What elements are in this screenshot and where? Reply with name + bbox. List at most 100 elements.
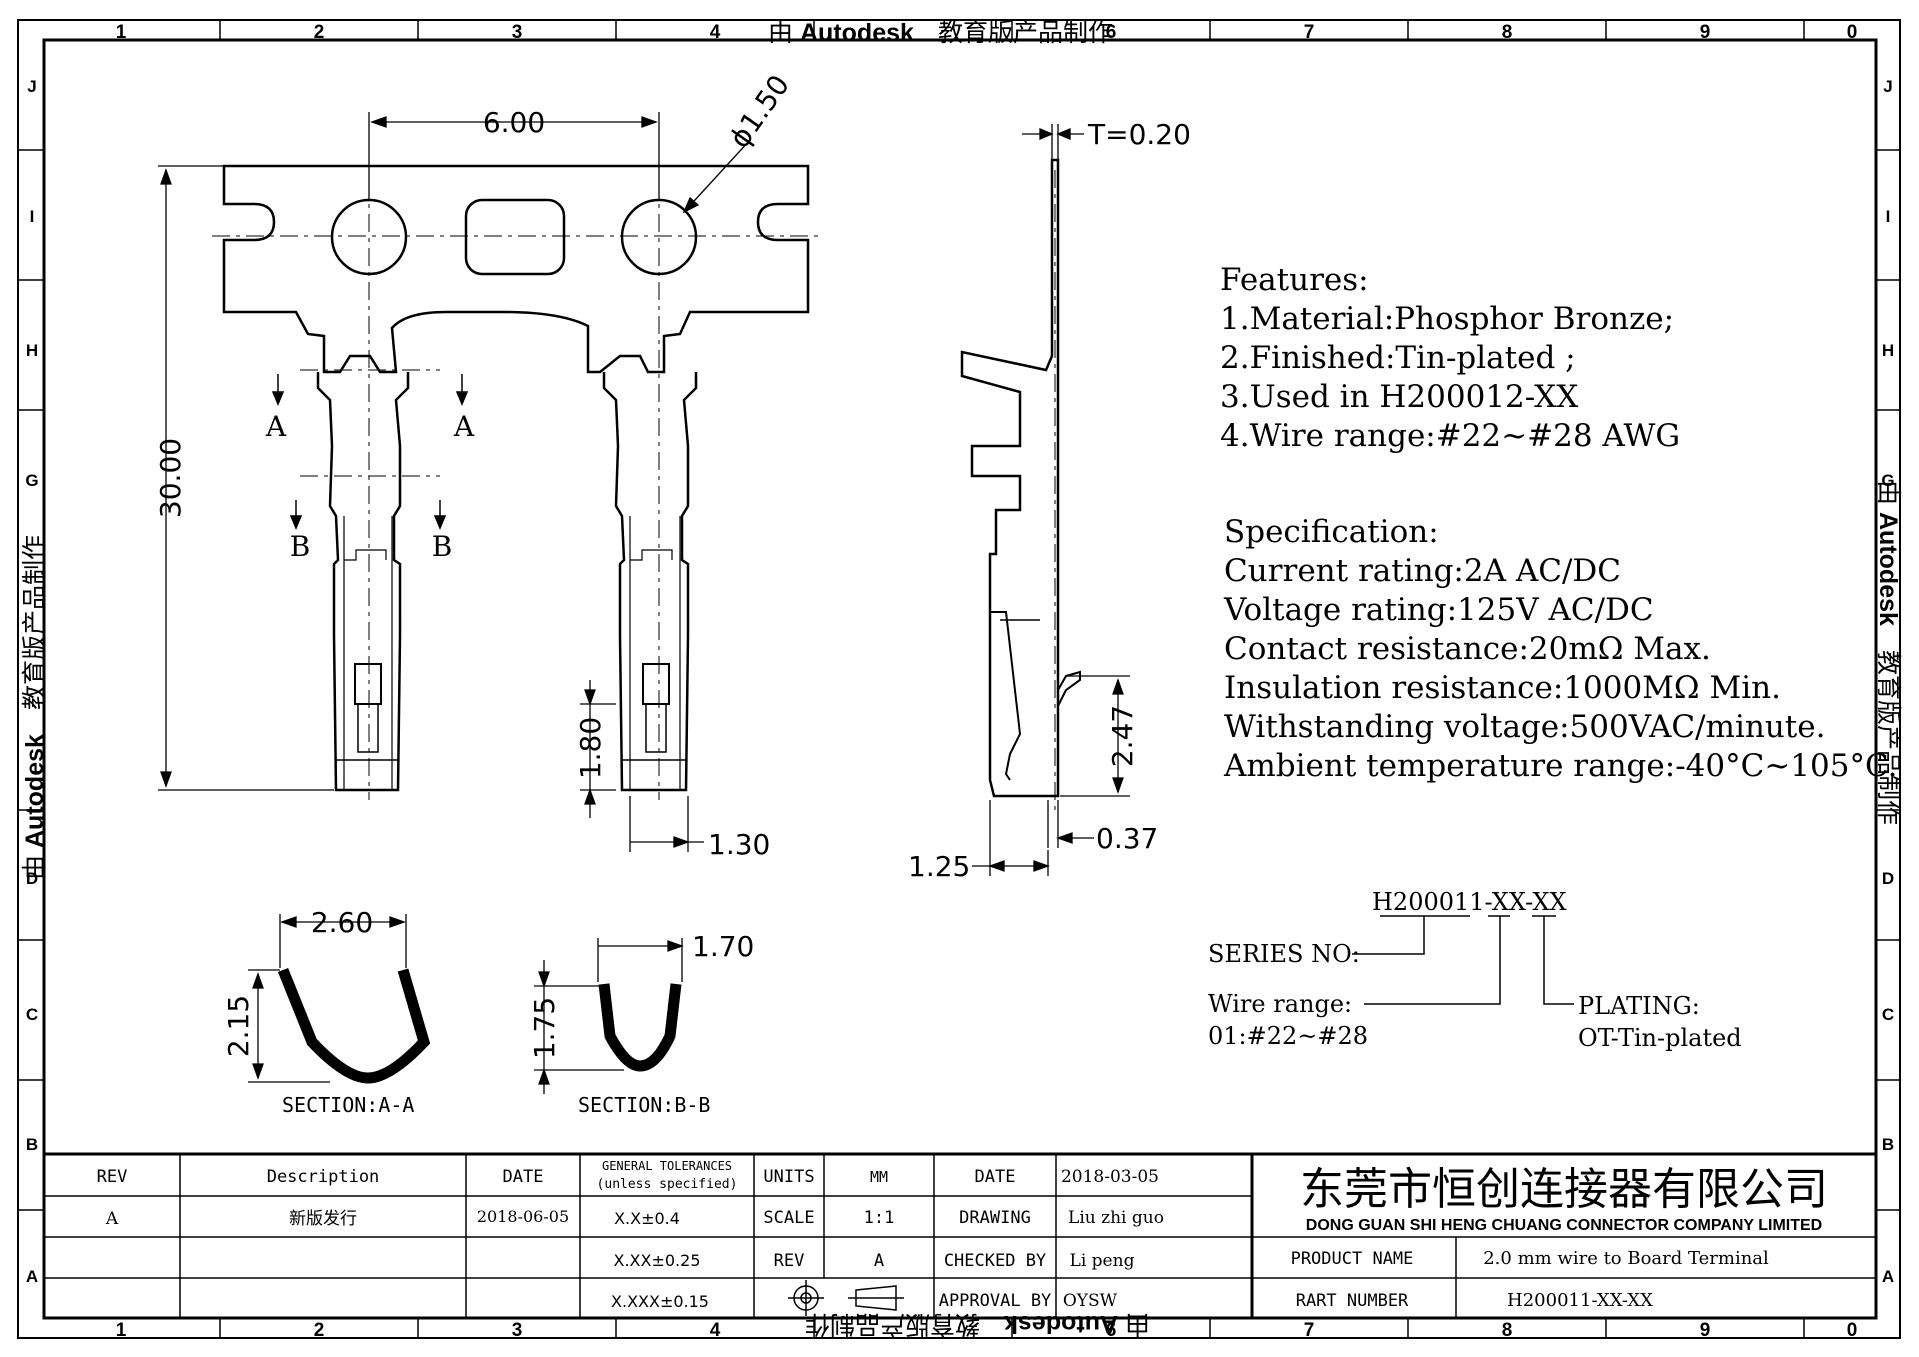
part-number-label: RART NUMBER	[1296, 1291, 1409, 1311]
col-label-6: 6	[1106, 22, 1117, 43]
inner-frame	[42, 38, 1878, 1320]
row-label-d: D	[26, 869, 38, 888]
side-dimensions	[972, 124, 1130, 876]
row-label-j-right: J	[1883, 77, 1892, 96]
date-value: 2018-03-05	[1061, 1167, 1159, 1187]
dim-2-47: 2.47	[1106, 705, 1139, 767]
side-view	[960, 158, 1081, 798]
watermark-top-prefix: 由	[768, 18, 793, 47]
series-label: SERIES NO:	[1208, 940, 1360, 968]
section-a-right-label: A	[453, 410, 475, 443]
watermark-top: 由 Autodesk 教育版产品制作	[768, 18, 1113, 47]
col-label-6-bottom: 6	[1106, 1320, 1117, 1341]
rev-value: A	[105, 1209, 119, 1229]
col-label-7-bottom: 7	[1304, 1320, 1315, 1341]
outer-frame	[17, 19, 1901, 1339]
projection-symbol-icon	[788, 1280, 904, 1316]
specification-block: Specification: Current rating:2A AC/DC V…	[1223, 514, 1897, 784]
tolerance-3: X.XXX±0.15	[611, 1292, 709, 1311]
col-label-2-bottom: 2	[314, 1320, 325, 1341]
spec-item: Voltage rating:125V AC/DC	[1223, 592, 1654, 628]
dim-2-15: 2.15	[222, 995, 255, 1057]
col-label-8-bottom: 8	[1502, 1320, 1513, 1341]
row-label-h: H	[26, 341, 38, 360]
watermark-left-suffix: 教育版产品制作	[20, 535, 49, 710]
dim-1-30: 1.30	[708, 828, 770, 861]
company-name-en: DONG GUAN SHI HENG CHUANG CONNECTOR COMP…	[1306, 1217, 1822, 1234]
date-label: DATE	[975, 1167, 1016, 1187]
spec-item: Ambient temperature range:-40°C~105°C.	[1223, 748, 1897, 784]
row-ticks	[18, 149, 1900, 1211]
description-header: Description	[267, 1167, 380, 1187]
spec-item: Contact resistance:20mΩ Max.	[1224, 631, 1711, 667]
feature-item: 4.Wire range:#22~#28 AWG	[1220, 418, 1680, 454]
part-code: H200011-XX-XX	[1372, 888, 1567, 916]
title-block-text: REV Description DATE GENERAL TOLERANCES …	[97, 1159, 1828, 1311]
scale-value: 1:1	[864, 1208, 895, 1228]
watermark-right-brand: Autodesk	[1874, 512, 1902, 626]
rev-label: REV	[774, 1251, 805, 1271]
dim-length: 30.00	[154, 438, 187, 518]
watermark-right-suffix: 教育版产品制作	[1874, 650, 1903, 825]
centerlines	[212, 180, 820, 800]
dim-0-37: 0.37	[1096, 822, 1158, 855]
product-name-value: 2.0 mm wire to Board Terminal	[1483, 1248, 1769, 1269]
feature-item: 3.Used in H200012-XX	[1220, 379, 1578, 415]
row-label-g: G	[25, 471, 38, 490]
rev-label-value: A	[874, 1251, 884, 1271]
watermark-left-brand: Autodesk	[21, 734, 49, 848]
section-a-profile	[277, 967, 431, 1084]
dim-2-60: 2.60	[311, 906, 373, 939]
row-label-b-right: B	[1882, 1135, 1894, 1154]
spec-item: Current rating:2A AC/DC	[1224, 553, 1621, 589]
row-label-j: J	[27, 77, 36, 96]
watermark-bottom-prefix: 由	[1125, 1310, 1150, 1339]
watermark-top-suffix: 教育版产品制作	[938, 18, 1113, 47]
col-label-4: 4	[710, 22, 721, 43]
section-a-left-label: A	[265, 410, 287, 443]
title-block-grid	[44, 1152, 1876, 1318]
part-code-leaders	[1352, 915, 1574, 1005]
left-terminal-tab	[357, 703, 379, 753]
col-label-8: 8	[1502, 22, 1513, 43]
section-b-dimensions	[534, 938, 684, 1094]
dim-1-80: 1.80	[574, 717, 607, 779]
right-terminal	[602, 372, 698, 792]
col-label-3: 3	[512, 22, 523, 43]
col-label-7: 7	[1304, 22, 1315, 43]
watermark-bottom-suffix: 教育版产品制作	[805, 1310, 980, 1339]
units-value: MM	[870, 1168, 888, 1186]
approval-value: OYSW	[1063, 1291, 1118, 1311]
column-ticks	[219, 20, 1805, 1338]
row-label-a-right: A	[1882, 1267, 1894, 1286]
row-label-c-right: C	[1882, 1005, 1894, 1024]
row-label-b: B	[26, 1135, 38, 1154]
watermark-left: 由 Autodesk 教育版产品制作	[20, 535, 49, 880]
spec-item: Withstanding voltage:500VAC/minute.	[1224, 709, 1825, 745]
date-row-value: 2018-06-05	[477, 1207, 569, 1226]
col-label-2: 2	[314, 22, 325, 43]
watermark-right-prefix: 由	[1874, 480, 1903, 505]
front-dimensions	[158, 112, 751, 852]
watermark-bottom: 由 Autodesk 教育版产品制作	[805, 1310, 1150, 1339]
spec-item: Insulation resistance:1000MΩ Min.	[1224, 670, 1781, 706]
col-label-4-bottom: 4	[710, 1320, 721, 1341]
row-label-h-right: H	[1882, 341, 1894, 360]
wire-range-value: 01:#22~#28	[1208, 1022, 1368, 1050]
section-a-caption: SECTION:A-A	[282, 1093, 414, 1117]
specification-heading: Specification:	[1224, 514, 1439, 550]
drawing-label: DRAWING	[959, 1208, 1031, 1228]
watermark-left-prefix: 由	[20, 855, 49, 880]
row-label-d-right: D	[1882, 869, 1894, 888]
watermark-right: 由 Autodesk 教育版产品制作	[1874, 480, 1903, 825]
features-heading: Features:	[1220, 262, 1369, 298]
date-header: DATE	[503, 1167, 544, 1187]
col-label-1: 1	[116, 22, 127, 43]
left-terminal	[316, 372, 410, 792]
col-label-1-bottom: 1	[116, 1320, 127, 1341]
plating-label: PLATING:	[1578, 992, 1700, 1020]
dim-1-75: 1.75	[528, 997, 561, 1059]
description-value: 新版发行	[289, 1209, 357, 1229]
carrier-strip	[222, 164, 810, 374]
